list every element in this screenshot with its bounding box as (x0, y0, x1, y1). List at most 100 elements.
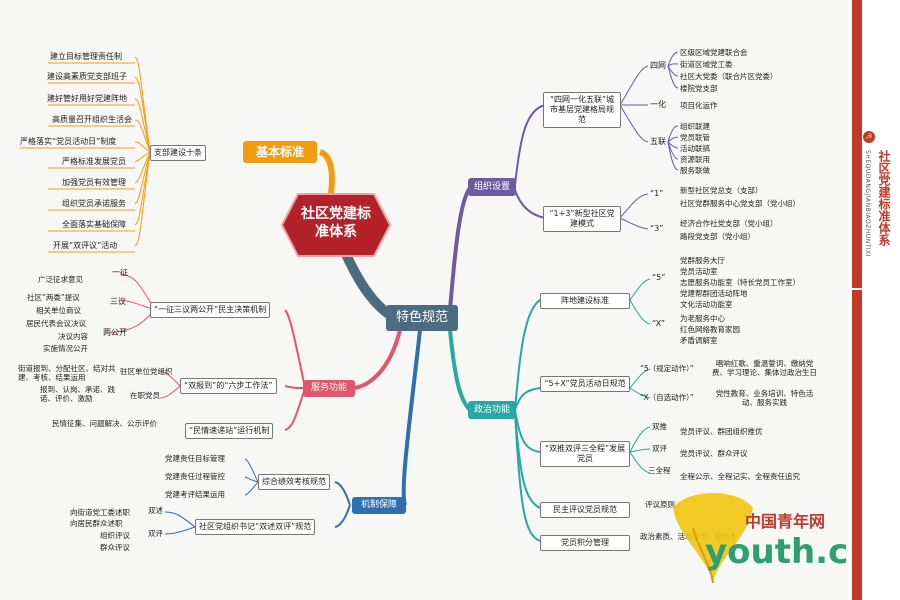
shuji-b-item: 群众评议 (100, 543, 130, 552)
minqing-box: “民情速递站”运行机制 (185, 423, 274, 439)
shuangbao-a-text: 街道报到、分配社区、结对共建、考核、结果运用 (18, 364, 116, 382)
minqing-text: 民情征集、问题解决、公示评价 (52, 419, 157, 428)
sidebar-red-stripe-top (852, 0, 862, 288)
yizheng-c-item: 实施情况公开 (43, 344, 88, 353)
shuangtui-a-text: 党员评议、群团组织推优 (680, 427, 763, 436)
basic-item: 建立目标管理责任制 (50, 52, 122, 61)
sidebar-title: 社区党建标准体系 (877, 150, 891, 246)
siwang-item: 社区大党委（联合片区党委） (680, 72, 778, 81)
three-item: 经济合作社党支部（党小组） (680, 219, 778, 228)
shuji-a-label: 双述 (148, 506, 163, 515)
siwang-item: 楼院党支部 (680, 84, 718, 93)
yizheng-a-label: 一征 (112, 268, 128, 277)
party-emblem-icon: ☭ (863, 131, 875, 143)
mechanism-node: 机制保障 (352, 497, 406, 514)
service-node: 服务功能 (303, 380, 355, 397)
basic-item: 建好管好用好党建阵地 (47, 94, 127, 103)
central-title: 社区党建标准体系 (301, 206, 371, 240)
branch-construction-ten: 支部建设十条 (150, 145, 206, 161)
jifen-box: 党员积分管理 (540, 535, 630, 551)
wujiax-box: “5+X”党员活动日规范 (540, 376, 630, 392)
zonghe-box: 综合绩效考核规范 (258, 474, 330, 490)
sidebar-pinyin: SHEQUDANGJIANBIAOZHUNTIXI (864, 150, 871, 258)
central-hexagon (280, 193, 392, 257)
yizheng-b-label: 三议 (110, 297, 126, 306)
five-item: 党建帮群团活动阵地 (680, 289, 748, 298)
wulian-item: 服务联做 (680, 166, 710, 175)
shuangbao-a-label: 驻区单位党组织 (120, 367, 173, 376)
wulian-item: 活动联搞 (680, 144, 710, 153)
five-label: “5” (652, 273, 666, 282)
basic-item: 组织党员承诺服务 (62, 199, 126, 208)
wujiax-b-text: 党性教育、业务培训、特色活动、服务实践 (715, 389, 814, 407)
basic-standard-node: 基本标准 (243, 141, 317, 163)
shuangtui-box: “双推双评三全程”发展党员 (540, 441, 630, 467)
yizheng-box: “一征三议两公开”民主决策机制 (150, 302, 271, 318)
three-label: “3” (650, 224, 664, 233)
yihua-label: 一化 (650, 100, 666, 109)
yizheng-c-label: 两公开 (103, 328, 127, 337)
three-item: 路段党支部（党小组） (680, 232, 755, 241)
five-item: 党员活动室 (680, 267, 718, 276)
org-g1-box: “四网一化五联”城市基层党建格局规范 (543, 92, 621, 128)
shuji-b-item: 组织评议 (100, 531, 130, 540)
sidebar-red-stripe-bottom (852, 290, 862, 600)
wujiax-b-label: “X（自选动作）” (640, 393, 694, 402)
shuangtui-b-label: 双评 (652, 444, 667, 453)
watermark-en: youth.cn (705, 532, 873, 572)
shuangtui-c-text: 全程公示、全程记实、全程责任追究 (680, 472, 800, 481)
zonghe-item: 党建考评结果运用 (165, 490, 225, 499)
one-item: 社区党群服务中心党支部（党小组） (680, 199, 800, 208)
x-item: 为老服务中心 (680, 314, 725, 323)
wulian-label: 五联 (650, 137, 666, 146)
wulian-item: 组织联建 (680, 122, 710, 131)
organization-node: 组织设置 (468, 178, 516, 196)
five-item: 文化活动功能室 (680, 300, 733, 309)
basic-item: 严格标准发展党员 (62, 157, 126, 166)
siwang-label: 四网 (650, 61, 666, 70)
shuji-a-item: 向居民群众述职 (70, 519, 123, 528)
shuangbao-b-label: 在职党员 (130, 391, 160, 400)
basic-item: 加强党员有效管理 (62, 178, 126, 187)
basic-item: 开展“双评议”活动 (53, 241, 118, 250)
yizheng-b-item: 相关单位商议 (36, 306, 81, 315)
wulian-item: 资源联用 (680, 155, 710, 164)
zhendi-box: 阵地建设标准 (540, 293, 630, 309)
politics-node: 政治功能 (468, 401, 516, 419)
siwang-item: 区级区域党建联合会 (680, 48, 748, 57)
ginkgo-leaf-logo (673, 493, 753, 584)
shuangtui-b-text: 党员评议、群众评议 (680, 449, 748, 458)
wujiax-a-text: 唱响红歌、重温誓词、缴纳党费、学习理论、集体过政治生日 (712, 359, 817, 377)
yihua-item: 项目化运作 (680, 101, 718, 110)
shuangbao-b-text: 报到、认岗、承诺、践诺、评价、激励 (40, 385, 115, 403)
wujiax-a-label: “5（规定动作）” (640, 364, 694, 373)
shuji-box: 社区党组织书记“双述双评”规范 (195, 519, 316, 535)
five-item: 党群服务大厅 (680, 256, 725, 265)
yizheng-b-item: 社区“两委”提议 (27, 293, 80, 302)
siwang-item: 街道区域党工委 (680, 60, 733, 69)
x-item: 红色网络教育家园 (680, 325, 740, 334)
basic-item: 全面落实基础保障 (62, 220, 126, 229)
x-label: “X” (652, 319, 665, 328)
basic-item: 高质量召开组织生活会 (52, 115, 132, 124)
one-label: “1” (650, 189, 664, 198)
minzhu-box: 民主评议党员规范 (540, 502, 630, 518)
zonghe-item: 党建责任目标管理 (165, 454, 225, 463)
org-g2-box: “1+3”新型社区党建模式 (543, 206, 621, 232)
minzhu-note: 评议原则 (645, 500, 675, 509)
zonghe-item: 党建责任过程管控 (165, 472, 225, 481)
watermark-cn: 中国青年网 (745, 512, 826, 531)
yizheng-a-item: 广泛征求意见 (38, 275, 83, 284)
shuangtui-c-label: 三全程 (648, 466, 671, 475)
shuangtui-a-label: 双推 (652, 422, 667, 431)
shuji-a-item: 向街道党工委述职 (70, 508, 130, 517)
five-item: 志愿服务功能室（特长党员工作室） (680, 278, 800, 287)
wulian-item: 党员联管 (680, 133, 710, 142)
one-item: 新型社区党总支（支部） (680, 186, 763, 195)
shuangbao-box: “双报到”的“六步工作法” (180, 378, 277, 394)
x-item: 矛盾调解室 (680, 336, 718, 345)
hub-node: 特色规范 (386, 305, 458, 331)
yizheng-c-item: 决议内容 (58, 332, 88, 341)
